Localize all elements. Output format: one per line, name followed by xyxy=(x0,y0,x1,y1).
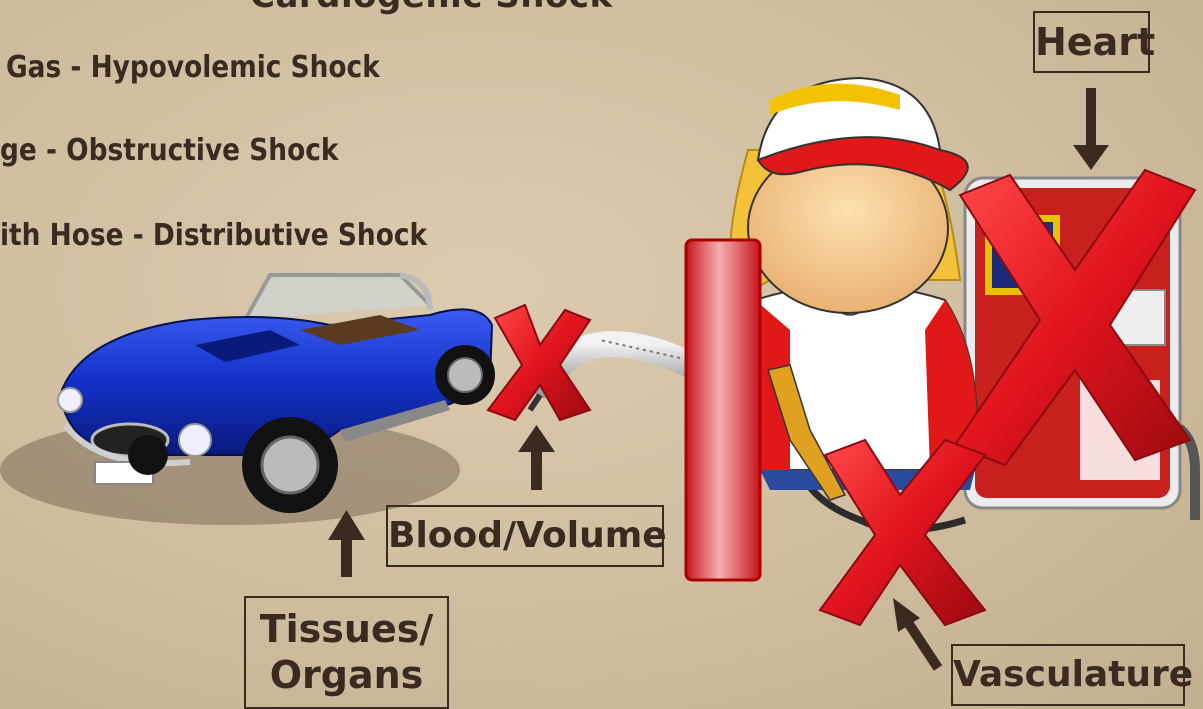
tissues-label-line2: Organs xyxy=(246,652,447,698)
tissues-label-line1: Tissues/ xyxy=(246,606,447,652)
arrow-icon xyxy=(1073,88,1109,170)
gas-attendant-icon xyxy=(730,78,977,500)
arrow-icon xyxy=(328,510,365,577)
blockage-bar-icon xyxy=(686,240,760,580)
vasculature-label: Vasculature xyxy=(951,644,1185,706)
arrow-icon xyxy=(518,425,555,490)
heart-label: Heart xyxy=(1033,11,1150,73)
tissues-organs-label: Tissues/ Organs xyxy=(244,596,449,709)
arrow-icon xyxy=(893,598,938,668)
blood-volume-label: Blood/Volume xyxy=(386,505,664,567)
